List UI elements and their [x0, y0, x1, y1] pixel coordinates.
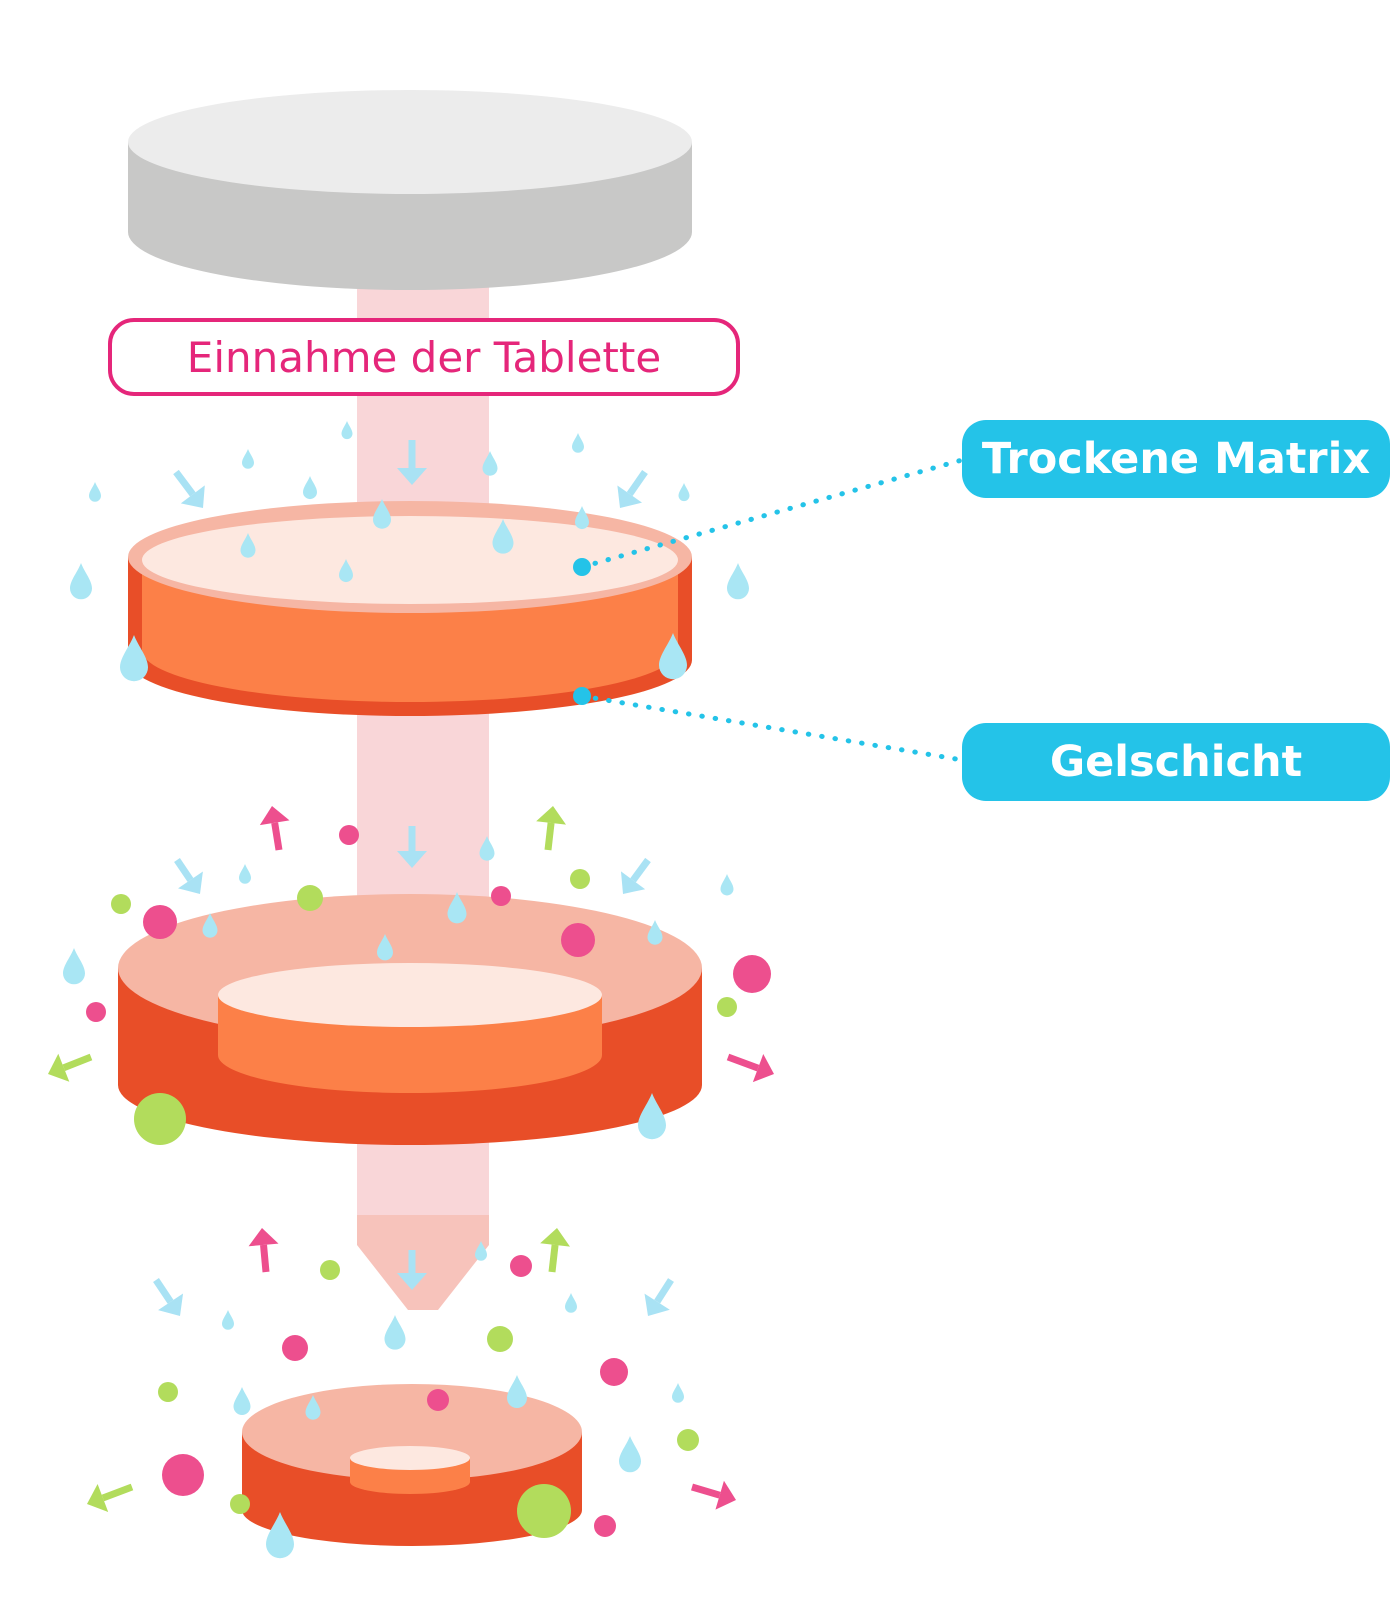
drug-particle-icon [491, 886, 511, 906]
water-drop-icon [720, 874, 734, 896]
drug-particle-icon [158, 1382, 178, 1402]
drug-particles [86, 825, 771, 1538]
arrow-icon [153, 1278, 184, 1316]
stage2-core-top [218, 963, 602, 1027]
gel-leader-dot [573, 687, 591, 705]
drug-particle-icon [282, 1335, 308, 1361]
arrow-icon [644, 1278, 674, 1316]
arrow-icon [540, 1228, 570, 1273]
water-drop-icon [647, 920, 663, 945]
water-drop-icon [672, 1383, 684, 1403]
stage1-matrix-top [142, 516, 678, 604]
water-drop-icon [303, 476, 317, 500]
gel-layer-label: Gelschicht [962, 723, 1390, 801]
arrow-icon [87, 1483, 134, 1513]
drug-particle-icon [427, 1389, 449, 1411]
drug-particle-icon [230, 1494, 250, 1514]
water-drop-icon [70, 563, 92, 600]
leader-lines [573, 457, 965, 763]
drug-particle-icon [600, 1358, 628, 1386]
drug-particle-icon [561, 923, 595, 957]
intake-label: Einnahme der Tablette [108, 318, 740, 396]
drug-particle-icon [134, 1093, 186, 1145]
gel-leader-line [579, 693, 965, 763]
water-drop-icon [63, 948, 85, 985]
arrow-icon [620, 857, 651, 894]
arrow-icon [173, 469, 205, 508]
water-drop-icon [239, 864, 251, 884]
intact-tablet [128, 90, 692, 290]
matrix-leader-line [579, 457, 965, 570]
arrow-icon [726, 1053, 774, 1083]
arrow-icon [259, 806, 290, 851]
drug-particle-icon [339, 825, 359, 845]
arrow-icon [248, 1228, 279, 1273]
water-drop-icon [507, 1375, 527, 1408]
arrow-icon [397, 440, 427, 485]
arrow-icon [691, 1480, 736, 1510]
drug-particle-icon [570, 869, 590, 889]
water-drop-icon [572, 433, 584, 453]
water-drop-icon [233, 1387, 251, 1416]
arrow-icon [397, 1250, 427, 1290]
flow-arrows [48, 440, 774, 1513]
water-drop-icon [619, 1436, 641, 1473]
water-drop-icon [575, 506, 589, 530]
arrow-icon [617, 470, 648, 508]
arrow-icon [536, 806, 566, 851]
release-beam [357, 285, 489, 1310]
water-drop-icon [565, 1293, 577, 1313]
arrow-icon [174, 858, 203, 894]
water-drop-icon [678, 483, 690, 502]
drug-particle-icon [297, 885, 323, 911]
dry-matrix-label: Trockene Matrix [962, 420, 1390, 498]
drug-particle-icon [717, 997, 737, 1017]
tablet-stage-2 [118, 894, 702, 1145]
intact-tablet-top [128, 90, 692, 194]
water-drop-icon [89, 482, 101, 502]
drug-particle-icon [510, 1255, 532, 1277]
tablet-stage-3 [242, 1384, 582, 1546]
drug-particle-icon [487, 1326, 513, 1352]
water-drop-icon [727, 563, 749, 600]
beam-tip [357, 1215, 489, 1310]
water-drop-icon [242, 449, 254, 469]
water-drop-icon [222, 1310, 234, 1330]
stage3-core-top [350, 1446, 470, 1470]
drug-particle-icon [733, 955, 771, 993]
drug-particle-icon [162, 1454, 204, 1496]
matrix-leader-dot [573, 558, 591, 576]
drug-particle-icon [320, 1260, 340, 1280]
drug-particle-icon [86, 1002, 106, 1022]
arrow-icon [397, 826, 427, 868]
drug-particle-icon [111, 894, 131, 914]
arrow-icon [48, 1053, 93, 1082]
drug-particle-icon [677, 1429, 699, 1451]
drug-particle-icon [143, 905, 177, 939]
water-drop-icon [384, 1315, 406, 1350]
water-drop-icon [341, 421, 353, 440]
stage3-gel-top [242, 1384, 582, 1480]
drug-particle-icon [594, 1515, 616, 1537]
drug-particle-icon [517, 1484, 571, 1538]
tablet-stage-1 [128, 501, 692, 716]
